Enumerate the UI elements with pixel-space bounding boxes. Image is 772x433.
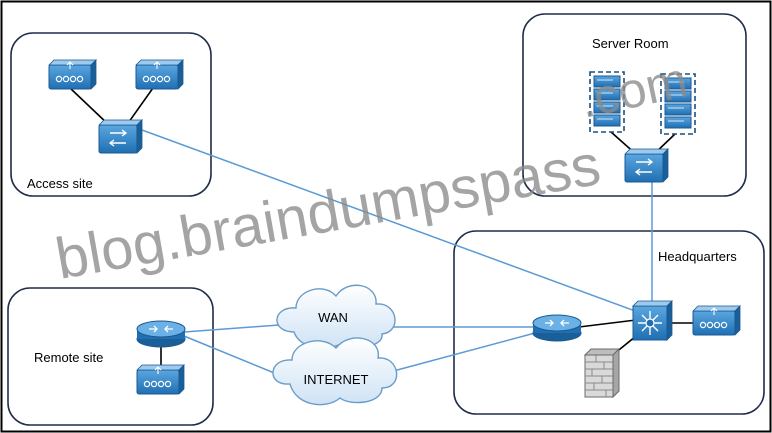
link-access-ap1 [69,87,111,127]
remote-router-icon [136,320,186,348]
hq-router-icon [532,314,582,342]
access-site-box [10,32,212,197]
access-point-icon [48,59,97,90]
firewall-icon [583,347,621,399]
access-point-icon [135,59,184,90]
access-switch-icon [98,119,143,154]
wan-label: WAN [318,310,348,325]
hq-access-point-icon [692,305,741,336]
core-switch-icon [632,300,673,341]
internet-cloud: INTERNET [272,337,398,406]
internet-label: INTERNET [304,372,369,387]
server-switch-icon [624,148,669,183]
server-room-box [522,13,747,197]
link-internet-to-hq [385,332,536,374]
server-room-label: Server Room [592,36,669,51]
remote-site-label: Remote site [34,350,103,365]
headquarters-label: Headquarters [658,249,737,264]
link-access-to-core [141,129,639,313]
remote-access-point-icon [136,364,185,395]
link-remote-to-internet [183,335,285,378]
access-site-label: Access site [27,176,93,191]
wan-cloud: WAN [276,284,396,349]
headquarters-box [453,230,765,415]
link-hq-router-core [578,319,637,328]
link-remote-to-wan [183,323,293,333]
